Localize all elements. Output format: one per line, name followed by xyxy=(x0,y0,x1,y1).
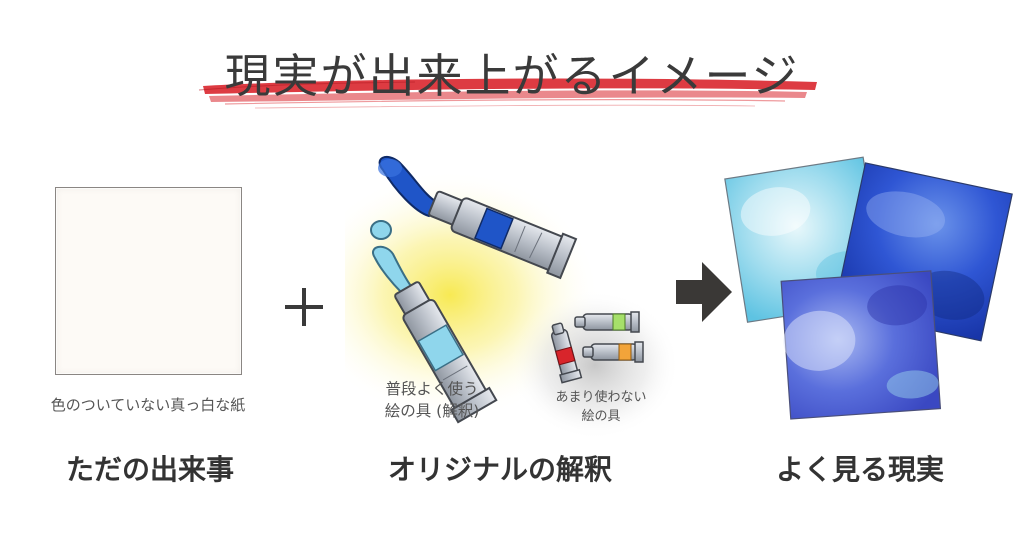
green-paint-tube xyxy=(574,311,640,333)
common-paint-caption-line2: 絵の具 (解釈) xyxy=(384,402,480,420)
blank-paper-caption: 色のついていない真っ白な紙 xyxy=(50,396,246,414)
label-just-event: ただの出来事 xyxy=(65,453,234,486)
rare-paint-caption-line2: 絵の具 xyxy=(581,409,621,424)
paint-tubes-illustration xyxy=(345,155,675,440)
blank-white-paper xyxy=(55,187,242,375)
common-paint-caption-line1: 普段よく使う xyxy=(385,380,479,398)
mixed-blue-watercolor-paper xyxy=(780,270,942,420)
red-paint-tube xyxy=(550,322,583,384)
title-area: 現実が出来上がるイメージ xyxy=(0,0,1024,120)
orange-paint-tube xyxy=(582,341,644,363)
rare-paint-caption: あまり使わない 絵の具 xyxy=(536,388,666,426)
plus-icon xyxy=(285,288,323,326)
brush-stroke-underline xyxy=(198,78,817,109)
common-paint-caption: 普段よく使う 絵の具 (解釈) xyxy=(372,378,492,422)
page-title: 現実が出来上がるイメージ xyxy=(224,49,800,103)
label-original-interpretation: オリジナルの解釈 xyxy=(387,453,612,486)
label-familiar-reality: よく見る現実 xyxy=(775,453,944,486)
light-blue-paint-drops xyxy=(370,220,413,294)
arrow-right-icon xyxy=(676,262,732,322)
watercolor-paper-stack xyxy=(724,156,1013,420)
blue-paint-tube xyxy=(378,155,578,280)
light-blue-paint-tube xyxy=(394,281,498,424)
rare-paint-caption-line1: あまり使わない xyxy=(555,390,647,405)
